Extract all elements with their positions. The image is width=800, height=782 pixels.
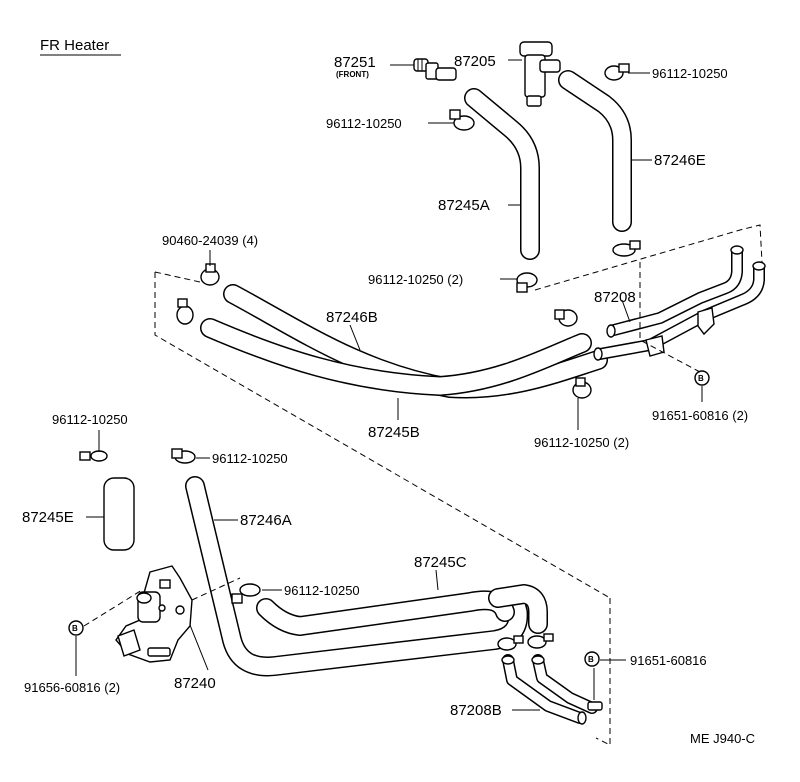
label-87245A: 87245A bbox=[438, 197, 490, 214]
hose-87246A bbox=[185, 476, 529, 677]
leader-87246B bbox=[349, 324, 361, 351]
hose-clamp-icon bbox=[231, 583, 261, 604]
hose-87245A bbox=[464, 88, 540, 260]
hose-clamp-icon bbox=[554, 309, 578, 327]
tee-87205 bbox=[519, 41, 561, 107]
label-87246A: 87246A bbox=[240, 512, 292, 529]
leader-87208 bbox=[621, 299, 631, 323]
frame-dashed-lower-mid bbox=[191, 577, 241, 601]
label-clamp-87246A: 96112-10250 bbox=[212, 451, 288, 466]
frame-dashed-top bbox=[154, 271, 201, 283]
label-87245B: 87245B bbox=[368, 424, 420, 441]
frame-dashed-inner bbox=[639, 262, 701, 373]
pipe-87208 bbox=[593, 245, 766, 361]
pipe-87208B bbox=[501, 654, 603, 725]
valve-bracket-87240 bbox=[115, 565, 193, 663]
leader-87245C bbox=[435, 569, 439, 591]
hose-87246E bbox=[558, 70, 632, 232]
frame-dashed-right bbox=[534, 224, 763, 291]
hose-clamp-icon bbox=[527, 633, 554, 649]
hose-clamp-icon bbox=[200, 263, 220, 286]
hose-87245E bbox=[103, 477, 135, 551]
bolt-badge-icon: B bbox=[584, 651, 600, 667]
svg-text:B: B bbox=[588, 655, 594, 664]
hose-87245C bbox=[256, 584, 548, 636]
hose-clamp-icon bbox=[604, 63, 630, 81]
hose-clamp-icon bbox=[449, 109, 475, 131]
leader-87240 bbox=[189, 624, 209, 671]
diagram-title: FR Heater bbox=[40, 37, 109, 54]
label-87245E: 87245E bbox=[22, 509, 74, 526]
label-bolt-91656-2: 91656-60816 (2) bbox=[24, 680, 120, 695]
label-bolt-91651-2: 91651-60816 (2) bbox=[652, 408, 748, 423]
hose-87245B bbox=[200, 318, 592, 396]
label-87246E: 87246E bbox=[654, 152, 706, 169]
label-87251: 87251 bbox=[334, 54, 376, 71]
label-87208B: 87208B bbox=[450, 702, 502, 719]
frame-dashed-lower-right bbox=[595, 598, 611, 746]
label-87240: 87240 bbox=[174, 675, 216, 692]
bolt-badge-icon: B bbox=[694, 370, 710, 386]
diagram-code: ME J940-C bbox=[690, 731, 755, 746]
hose-clamp-icon bbox=[176, 298, 194, 325]
label-clamp-top-right: 96112-10250 bbox=[652, 66, 728, 81]
label-87251-note: (FRONT) bbox=[336, 70, 369, 79]
label-87208: 87208 bbox=[594, 289, 636, 306]
hose-clamp-icon bbox=[171, 448, 196, 464]
label-clamp-mid-2: 96112-10250 (2) bbox=[368, 272, 463, 287]
bolt-badge-icon: B bbox=[68, 620, 84, 636]
label-bolt-91651: 91651-60816 bbox=[630, 653, 707, 668]
label-87246B: 87246B bbox=[326, 309, 378, 326]
fitting-87251 bbox=[413, 58, 457, 81]
label-clamp-left: 96112-10250 bbox=[52, 412, 128, 427]
hose-clamp-icon bbox=[516, 272, 538, 293]
label-clamp-lower-mid: 96112-10250 bbox=[284, 583, 360, 598]
label-87205: 87205 bbox=[454, 53, 496, 70]
label-clamp-right-2: 96112-10250 (2) bbox=[534, 435, 629, 450]
hose-clamp-icon bbox=[497, 635, 524, 651]
label-87245C: 87245C bbox=[414, 554, 467, 571]
hose-clamp-icon bbox=[572, 377, 592, 399]
svg-text:B: B bbox=[72, 624, 78, 633]
hose-clamp-icon bbox=[79, 450, 108, 462]
svg-text:B: B bbox=[698, 374, 704, 383]
label-clamp-90460: 90460-24039 (4) bbox=[162, 233, 258, 248]
frame-dashed-lower-left bbox=[83, 589, 143, 627]
frame-dashed-left bbox=[154, 272, 611, 599]
hose-clamp-icon bbox=[612, 240, 641, 257]
label-clamp-top-left: 96112-10250 bbox=[326, 116, 402, 131]
